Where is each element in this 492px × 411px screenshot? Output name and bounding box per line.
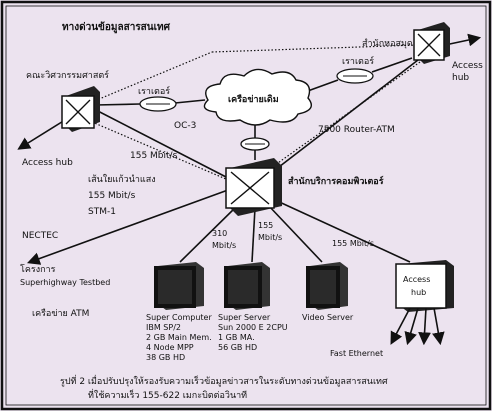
spec-line: IBM SP/2 (146, 323, 181, 332)
arrow-access-hub-left (17, 119, 66, 150)
label-access-hub-right-1: Access (452, 61, 483, 71)
arrow-access-hub-right (444, 33, 482, 47)
spec-line: 38 GB HD (146, 353, 185, 362)
spec-line: Super Computer (146, 313, 212, 322)
label-fiber-2: 155 Mbit/s (88, 191, 136, 201)
fast-ethernet-arrow-1 (390, 307, 411, 345)
label-speed-310-unit: Mbit/s (212, 241, 236, 250)
label-engineering: คณะวิศวกรรมศาสตร์ (26, 69, 109, 81)
dashed-link-top (211, 44, 419, 53)
label-oc3: OC-3 (174, 121, 196, 131)
fast-ethernet-arrow-2 (404, 307, 419, 346)
fast-ethernet-arrow-3 (418, 307, 431, 346)
video-server-icon (306, 262, 348, 310)
label-router-left: เราเตอร์ (138, 85, 170, 97)
link-eng-center (91, 107, 229, 179)
label-project: โครงการ (20, 264, 56, 275)
link-center-superserver (251, 207, 256, 263)
label-fiber-3: STM-1 (88, 207, 116, 217)
spec-line: Super Server (218, 313, 271, 322)
router-left (139, 96, 177, 112)
atm-switch-center (225, 158, 282, 216)
link-center-hub (274, 199, 411, 263)
label-speed-155-video: 155 Mbit/s (332, 239, 374, 248)
link-center-supercomputer (179, 204, 239, 263)
label-access-hub-box-2: hub (411, 288, 426, 297)
label-speed-155: 155 Mbit/s (130, 151, 178, 161)
router-center (240, 137, 270, 151)
link-router-lib (371, 57, 413, 73)
label-nectec: NECTEC (22, 231, 58, 241)
inner-frame (5, 5, 487, 406)
label-speed-310: 310 (212, 229, 227, 238)
label-access-hub-right-2: hub (452, 73, 469, 83)
spec-line: 56 GB HD (218, 343, 257, 352)
fast-ethernet-arrow-4 (432, 307, 445, 346)
spec-line: Sun 2000 E 2CPU (218, 323, 288, 332)
label-access-hub-box-1: Access (403, 275, 430, 284)
link-eng-router (94, 103, 141, 106)
caption-line1: รูปที่ 2 เมื่อปรับปรุงให้รองรับความเร็วข… (60, 374, 388, 387)
access-hub-box (395, 260, 454, 312)
label-atm-network: เครือข่าย ATM (32, 308, 89, 319)
super-computer-specs: Super Computer IBM SP/2 2 GB Main Mem. 4… (146, 313, 212, 362)
atm-switch-library (413, 22, 450, 64)
label-router-right: เราเตอร์ (342, 55, 374, 67)
dashed-link-lib-center (267, 61, 421, 171)
label-fiber-1: เส้นใยแก้วนำแสง (88, 174, 156, 185)
dashed-link-eng-center (91, 121, 241, 186)
label-old-network: เครือข่ายเดิม (228, 93, 279, 105)
label-video-server: Video Server (302, 313, 354, 322)
super-server-specs: Super Server Sun 2000 E 2CPU 1 GB MA. 56… (218, 313, 288, 352)
atm-switch-engineering (61, 86, 100, 132)
label-computer-center: สำนักบริการคอมพิวเตอร์ (288, 175, 384, 187)
spec-line: 1 GB MA. (218, 333, 255, 342)
super-computer-icon (154, 262, 204, 310)
label-library: สำนักหอสมุด (362, 38, 413, 49)
link-cloud-router (304, 79, 339, 93)
label-access-hub-left: Access hub (22, 158, 73, 168)
label-superhighway: Superhighway Testbed (20, 278, 110, 287)
label-fast-ethernet: Fast Ethernet (330, 349, 383, 358)
router-right (336, 68, 374, 84)
label-router-atm: 7500 Router-ATM (318, 125, 395, 135)
super-server-icon (224, 262, 270, 310)
arrow-nectec (26, 189, 229, 265)
caption-line2: ที่ใช้ความเร็ว 155-622 เมกะบิตต่อวินาที (88, 388, 247, 401)
spec-line: 2 GB Main Mem. (146, 333, 212, 342)
link-router-cloud (174, 99, 206, 104)
diagram-title: ทางด่วนข้อมูลสารสนเทศ (62, 21, 171, 34)
old-network-cloud (203, 68, 312, 126)
label-speed-155-b-unit: Mbit/s (258, 233, 282, 242)
link-center-video (267, 204, 323, 263)
label-speed-155-b: 155 (258, 221, 273, 230)
dashed-link-left (91, 51, 213, 103)
spec-line: 4 Node MPP (146, 343, 194, 352)
link-lib-center (274, 59, 419, 171)
